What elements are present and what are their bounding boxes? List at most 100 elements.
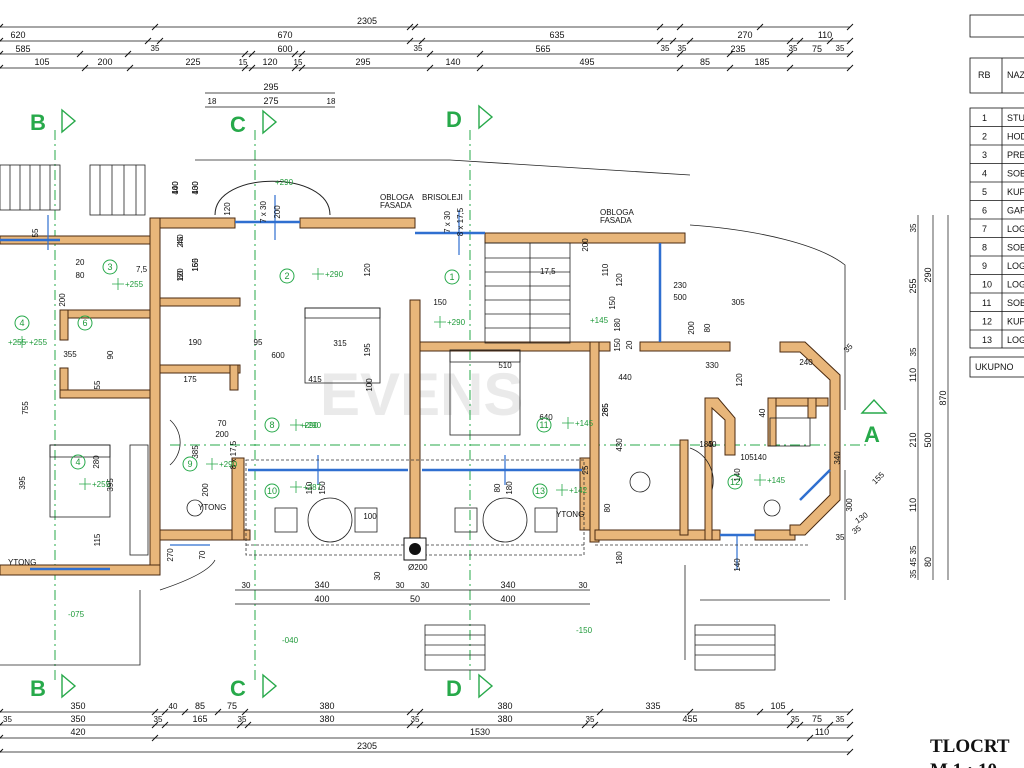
legend-row: 13 LOG bbox=[982, 335, 1024, 345]
dim-tick bbox=[786, 37, 794, 45]
right-dimensions bbox=[917, 215, 949, 580]
bottom-dimension-ticks bbox=[0, 708, 854, 756]
svg-text:870: 870 bbox=[938, 390, 948, 405]
interior-dim-label: 80 bbox=[76, 271, 85, 280]
svg-text:585: 585 bbox=[15, 44, 30, 54]
svg-text:BRISOLEJI: BRISOLEJI bbox=[422, 193, 463, 202]
svg-text:340: 340 bbox=[314, 580, 329, 590]
interior-dim-label: 755 bbox=[21, 401, 30, 415]
dim-bottom-row1: 350 40 85 75 380 380 335 85 105 bbox=[70, 701, 785, 711]
interior-dim-label: 130 bbox=[854, 510, 871, 525]
interior-dim-label: 110 bbox=[305, 481, 314, 494]
dim-tick bbox=[676, 64, 684, 72]
svg-text:+290: +290 bbox=[325, 270, 344, 279]
svg-text:85: 85 bbox=[195, 701, 205, 711]
svg-text:+290: +290 bbox=[447, 318, 466, 327]
dim-tick bbox=[826, 37, 834, 45]
svg-text:30: 30 bbox=[242, 581, 251, 590]
legend-total: UKUPNO bbox=[975, 362, 1014, 372]
room-label-2: 2+290 bbox=[279, 268, 344, 284]
svg-text:110: 110 bbox=[815, 727, 829, 737]
dim-tick bbox=[796, 37, 804, 45]
dim-bottom-row3: 420 1530 110 bbox=[70, 727, 829, 737]
svg-text:C: C bbox=[230, 676, 246, 701]
dim-tick bbox=[476, 50, 484, 58]
svg-text:+255: +255 bbox=[125, 280, 144, 289]
svg-text:35: 35 bbox=[836, 44, 845, 53]
interior-dim-label: 8 x 17,5 bbox=[229, 440, 238, 469]
interior-dim-label: 70 bbox=[218, 419, 227, 428]
svg-text:35: 35 bbox=[151, 44, 160, 53]
dim-tick bbox=[846, 708, 854, 716]
svg-text:75: 75 bbox=[812, 714, 822, 724]
interior-dim-label: 120 bbox=[735, 373, 744, 387]
svg-text:+290: +290 bbox=[219, 460, 238, 469]
svg-text:D: D bbox=[446, 676, 462, 701]
interior-dim-label: 340 bbox=[833, 451, 842, 465]
dim-tick bbox=[241, 64, 249, 72]
svg-text:5: 5 bbox=[982, 187, 987, 197]
svg-text:SOB: SOB bbox=[1007, 243, 1024, 253]
svg-text:+255: +255 bbox=[92, 480, 111, 489]
svg-text:D: D bbox=[446, 107, 462, 132]
interior-dim-label: 80 bbox=[493, 483, 502, 492]
dim-tick bbox=[726, 64, 734, 72]
svg-text:80: 80 bbox=[923, 557, 933, 567]
svg-text:+145: +145 bbox=[575, 419, 594, 428]
svg-text:295: 295 bbox=[263, 82, 278, 92]
dim-tick bbox=[686, 37, 694, 45]
interior-dim-label: 140 bbox=[733, 468, 742, 482]
exterior-stairs-left bbox=[0, 164, 146, 216]
svg-text:+145: +145 bbox=[767, 476, 786, 485]
room-label-1: 1+290 bbox=[434, 269, 466, 328]
svg-text:13: 13 bbox=[982, 335, 992, 345]
dim-tick bbox=[161, 708, 169, 716]
svg-text:RB: RB bbox=[978, 70, 991, 80]
dim-tick bbox=[236, 721, 244, 729]
svg-text:LOG: LOG bbox=[1007, 335, 1024, 345]
svg-text:380: 380 bbox=[319, 701, 334, 711]
dim-tick bbox=[0, 23, 4, 28]
svg-text:1: 1 bbox=[982, 113, 987, 123]
svg-text:12: 12 bbox=[730, 477, 740, 487]
dim-tick bbox=[181, 708, 189, 716]
svg-text:85: 85 bbox=[700, 57, 710, 67]
svg-text:1530: 1530 bbox=[470, 727, 490, 737]
dim-tick bbox=[656, 37, 664, 45]
room-label-4: 4+255 bbox=[14, 315, 48, 348]
dim-right-col3: 35 35 bbox=[909, 223, 918, 356]
balcony-dimension-lines bbox=[235, 589, 590, 605]
interior-dim-label: 35 bbox=[850, 523, 863, 536]
interior-dim-label: 400 bbox=[171, 181, 180, 195]
interior-dim-label: 55 bbox=[31, 228, 40, 237]
interior-dim-label: 200 bbox=[273, 205, 282, 219]
svg-text:C: C bbox=[230, 112, 246, 137]
dim-tick bbox=[248, 64, 256, 72]
svg-text:YTONG: YTONG bbox=[198, 503, 226, 512]
interior-dim-label: 330 bbox=[705, 361, 719, 370]
svg-text:270: 270 bbox=[737, 30, 752, 40]
svg-text:50: 50 bbox=[410, 594, 420, 604]
dim-tick bbox=[151, 708, 159, 716]
svg-text:35: 35 bbox=[3, 715, 12, 724]
interior-dim-label: 185 bbox=[699, 440, 713, 449]
dim-tick bbox=[846, 721, 854, 729]
dim-tick bbox=[244, 721, 252, 729]
room-label-3: 3+255 bbox=[102, 259, 144, 290]
interior-dim-label: 400 bbox=[191, 181, 200, 195]
interior-dim-label: 200 bbox=[215, 430, 229, 439]
svg-text:400: 400 bbox=[500, 594, 515, 604]
dim-tick bbox=[298, 64, 306, 72]
svg-text:350: 350 bbox=[70, 701, 85, 711]
svg-text:255: 255 bbox=[908, 278, 918, 293]
dim-right-col1: 255 110 210 110 35 45 35 bbox=[908, 278, 918, 578]
level-marks: +290 +290 -075 -040 -150 +145 +255 bbox=[8, 178, 609, 645]
interior-dim-label: 120 bbox=[223, 202, 232, 216]
dim-tick bbox=[581, 721, 589, 729]
svg-text:670: 670 bbox=[277, 30, 292, 40]
svg-text:75: 75 bbox=[227, 701, 237, 711]
dim-tick bbox=[846, 734, 854, 742]
dim-tick bbox=[76, 50, 84, 58]
interior-dim-label: 510 bbox=[498, 361, 512, 370]
